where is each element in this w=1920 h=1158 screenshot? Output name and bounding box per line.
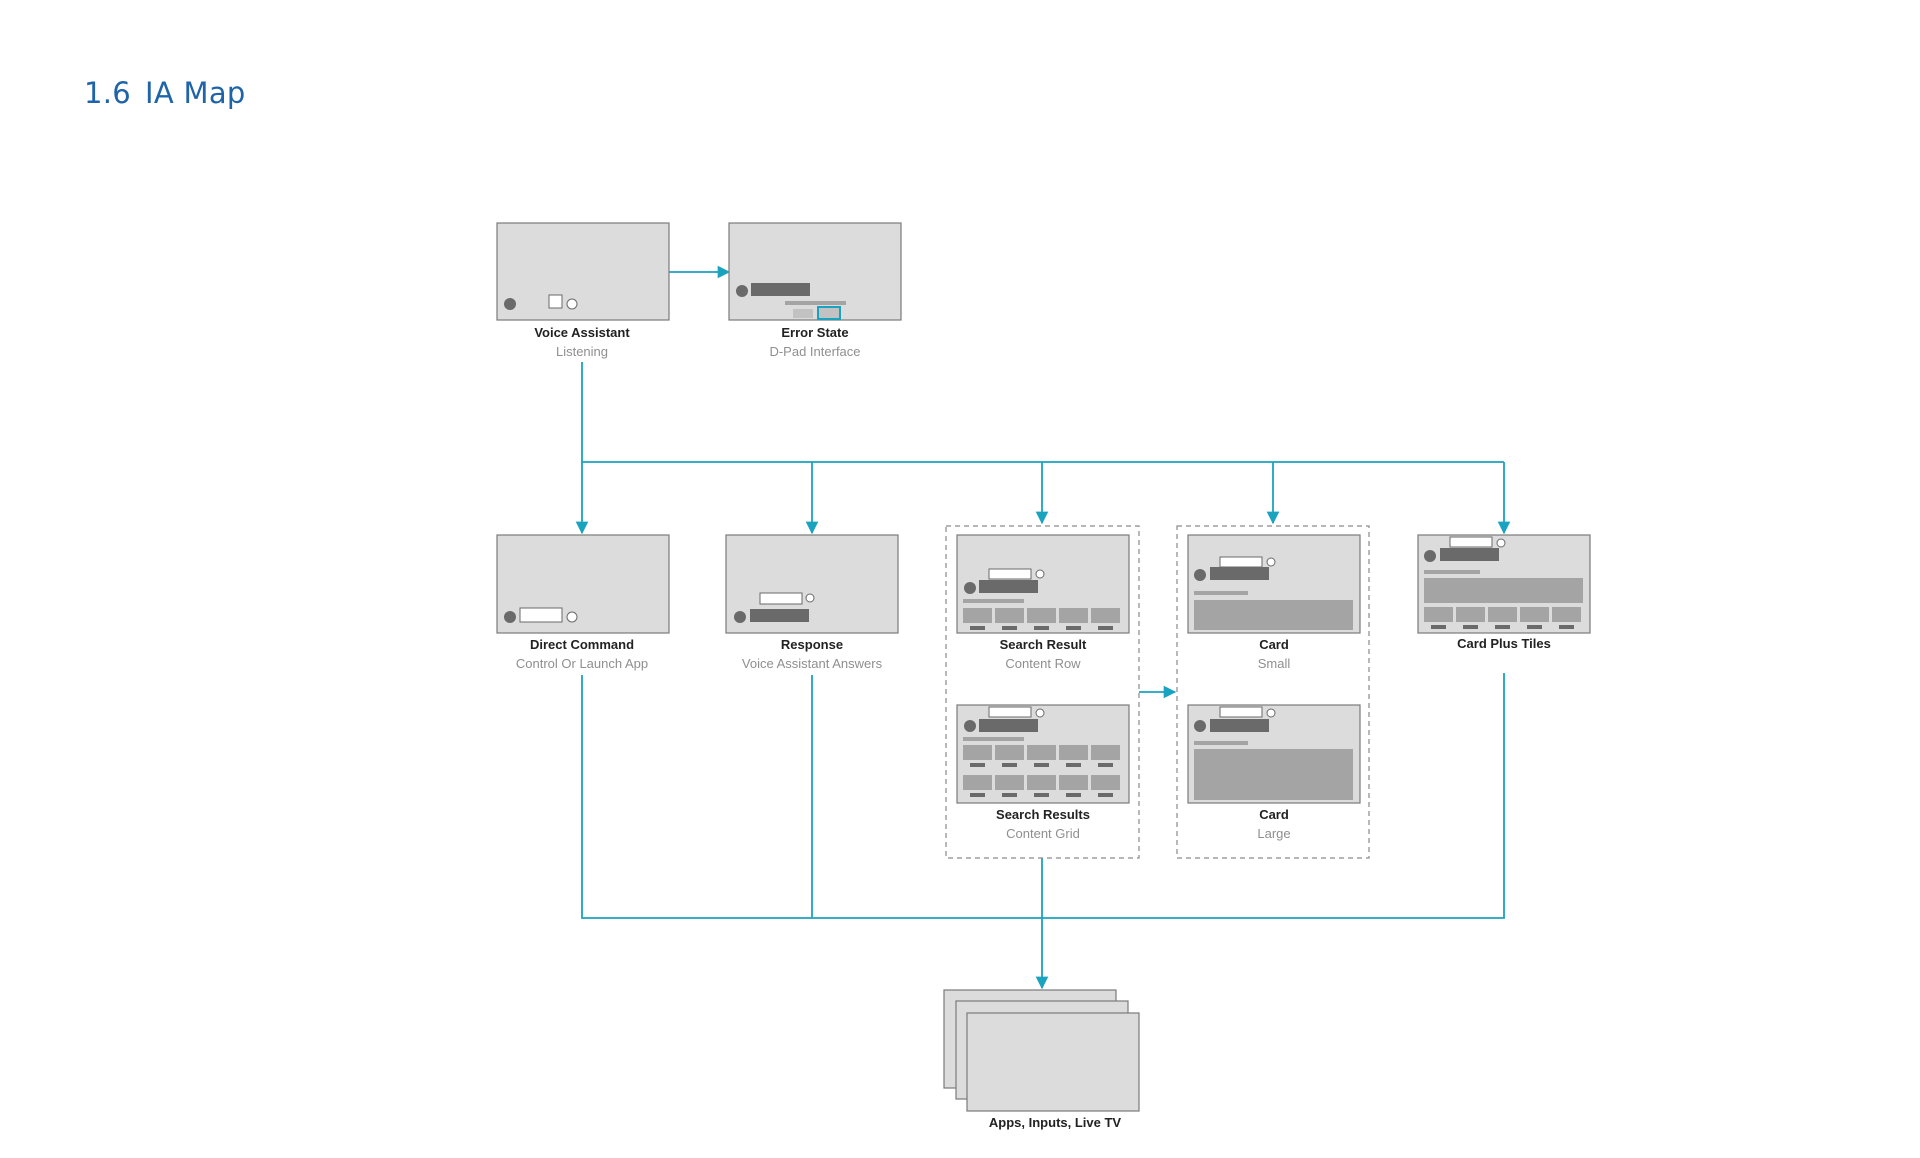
query-field — [1219, 706, 1263, 718]
label-search-results-title: Search Results — [996, 807, 1090, 822]
label-response-title: Response — [781, 637, 843, 652]
response-bar — [750, 609, 809, 622]
mic-icon — [504, 298, 516, 310]
node-card-large[interactable]: Card Large — [1187, 704, 1361, 841]
node-search-result[interactable]: Search Result Content Row — [956, 534, 1130, 671]
label-direct-command-subtitle: Control Or Launch App — [516, 656, 648, 671]
command-field — [519, 607, 563, 623]
dpad-button-left — [793, 309, 813, 318]
node-card-plus-tiles[interactable]: Card Plus Tiles — [1417, 534, 1591, 651]
card-body-large — [1194, 749, 1353, 800]
card-title-bar — [1440, 548, 1499, 561]
section-title: IA Map — [145, 76, 246, 110]
content-row — [963, 608, 1120, 630]
dpad-button-selected — [817, 306, 841, 320]
mic-icon — [734, 611, 746, 623]
label-search-result-title: Search Result — [1000, 637, 1087, 652]
node-search-results[interactable]: Search Results Content Grid — [956, 704, 1130, 841]
label-card-large-subtitle: Large — [1257, 826, 1290, 841]
error-line — [785, 301, 846, 305]
mic-icon — [504, 611, 516, 623]
node-direct-command[interactable]: Direct Command Control Or Launch App — [496, 534, 670, 671]
content-grid-row-1 — [963, 745, 1120, 767]
error-bar — [751, 283, 810, 296]
label-error-state-title: Error State — [781, 325, 848, 340]
circle-icon — [1035, 708, 1045, 718]
result-bar — [979, 580, 1038, 593]
mic-icon — [1194, 569, 1206, 581]
section-number: 1.6 — [84, 76, 132, 110]
node-card-small[interactable]: Card Small — [1187, 534, 1361, 671]
query-field — [988, 706, 1032, 718]
label-card-plus-tiles-title: Card Plus Tiles — [1457, 636, 1551, 651]
query-field — [988, 568, 1032, 580]
circle-icon — [805, 593, 815, 603]
circle-icon — [1266, 708, 1276, 718]
circle-icon — [566, 298, 578, 310]
card-group-outline — [1176, 525, 1370, 859]
connector-voice-trunk — [581, 362, 1504, 463]
mic-icon — [736, 285, 748, 297]
label-card-small-subtitle: Small — [1258, 656, 1291, 671]
mic-icon — [964, 582, 976, 594]
query-field — [1449, 536, 1493, 548]
screen-voice-assistant — [496, 222, 670, 321]
card-label — [1424, 570, 1480, 574]
label-voice-assistant-subtitle: Listening — [556, 344, 608, 359]
node-apps-inputs[interactable]: Apps, Inputs, Live TV — [943, 989, 1140, 1130]
label-search-result-subtitle: Content Row — [1005, 656, 1081, 671]
label-apps-inputs-title: Apps, Inputs, Live TV — [989, 1115, 1122, 1130]
screen-error-state — [728, 222, 902, 321]
response-field — [759, 592, 803, 605]
circle-icon — [1496, 538, 1506, 548]
query-field — [1219, 556, 1263, 568]
search-group-outline — [945, 525, 1140, 859]
row-label — [963, 599, 1024, 603]
label-card-small-title: Card — [1259, 637, 1289, 652]
page-title: 1.6 IA Map — [84, 76, 246, 110]
card-title-bar — [1210, 567, 1269, 580]
circle-icon — [566, 611, 578, 623]
mic-icon — [964, 720, 976, 732]
square-icon — [548, 294, 563, 309]
card-label — [1194, 741, 1248, 745]
card-body-small — [1194, 600, 1353, 630]
label-card-large-title: Card — [1259, 807, 1289, 822]
content-grid-row-2 — [963, 775, 1120, 797]
mic-icon — [1424, 550, 1436, 562]
node-error-state[interactable]: Error State D-Pad Interface — [728, 222, 902, 359]
node-voice-assistant[interactable]: Voice Assistant Listening — [496, 222, 670, 359]
label-direct-command-title: Direct Command — [530, 637, 634, 652]
node-response[interactable]: Response Voice Assistant Answers — [725, 534, 899, 671]
connector-bottom-bus — [581, 673, 1505, 919]
tiles-row — [1424, 607, 1581, 629]
circle-icon — [1266, 557, 1276, 567]
mic-icon — [1194, 720, 1206, 732]
result-bar — [979, 719, 1038, 732]
row-label — [963, 737, 1024, 741]
screen-stack-front — [966, 1012, 1140, 1112]
connectors — [575, 265, 1511, 990]
card-body — [1424, 578, 1583, 603]
label-error-state-subtitle: D-Pad Interface — [769, 344, 860, 359]
circle-icon — [1035, 569, 1045, 579]
label-response-subtitle: Voice Assistant Answers — [742, 656, 883, 671]
label-search-results-subtitle: Content Grid — [1006, 826, 1080, 841]
label-voice-assistant-title: Voice Assistant — [534, 325, 630, 340]
card-label — [1194, 591, 1248, 595]
card-title-bar — [1210, 719, 1269, 732]
